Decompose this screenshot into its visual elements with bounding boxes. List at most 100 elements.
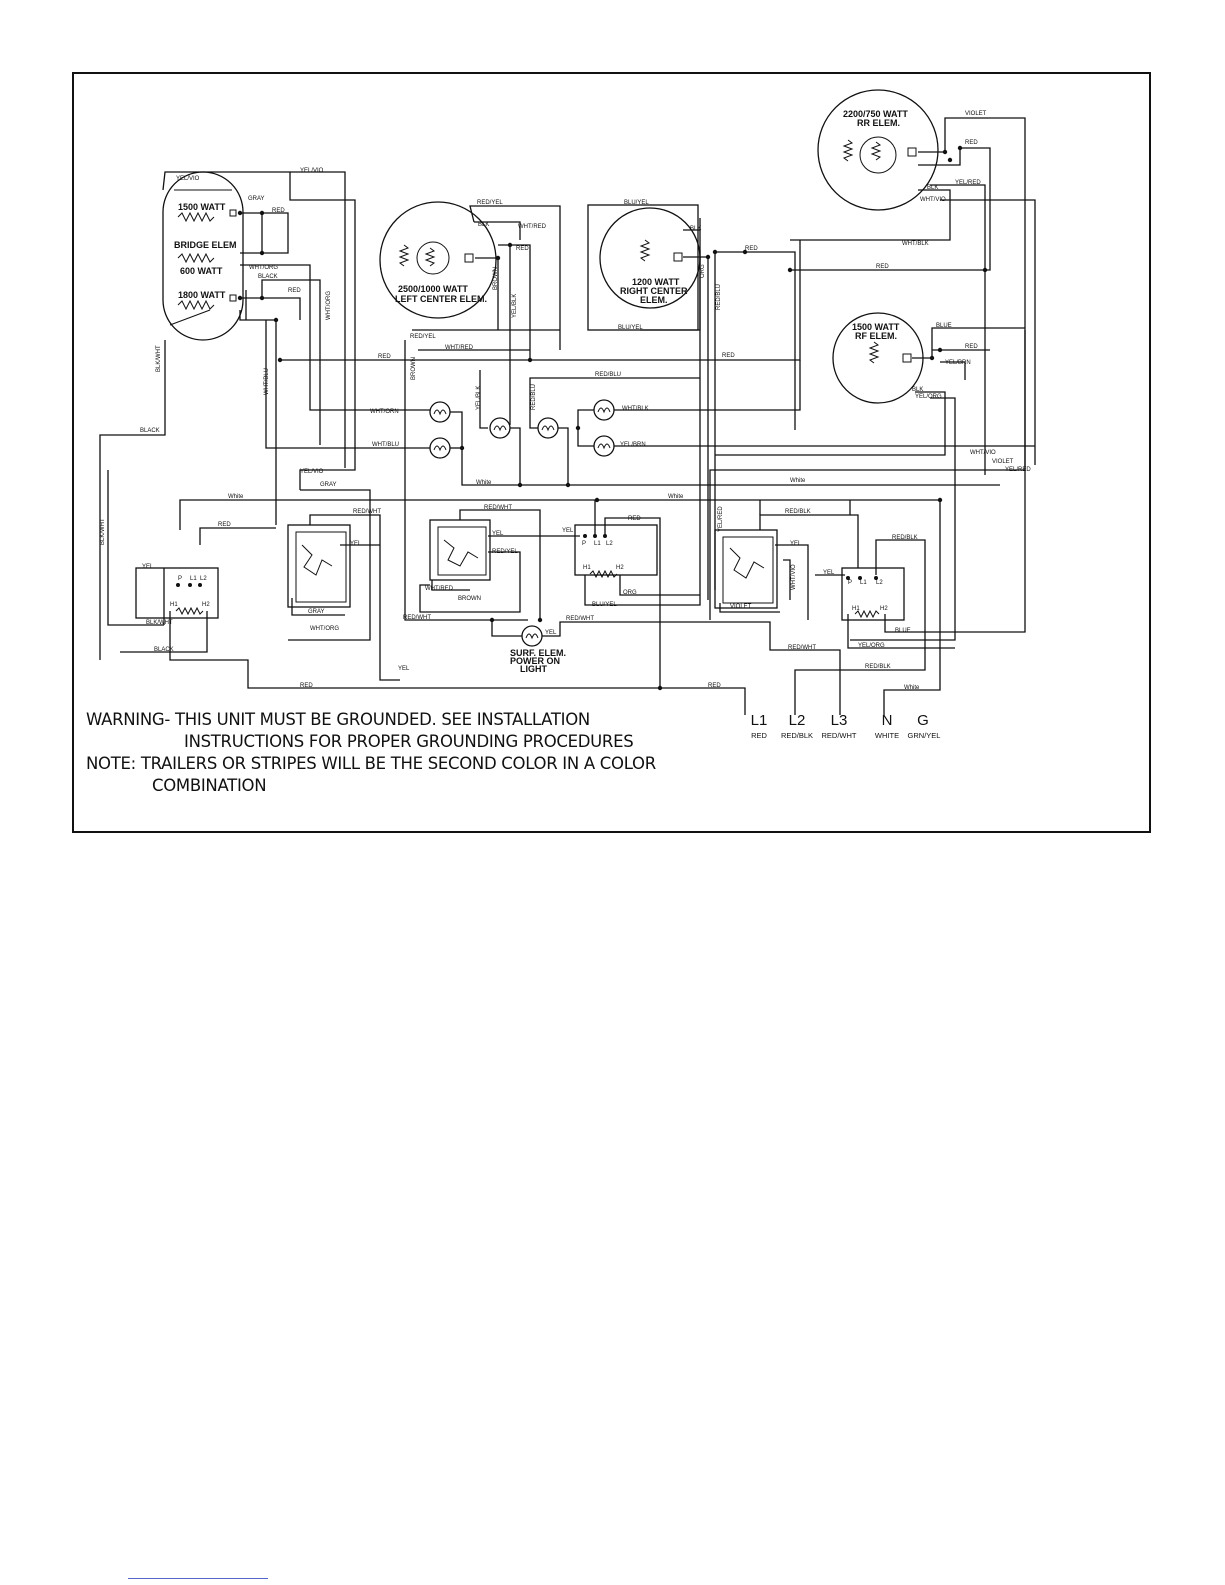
left-center-element: 2500/1000 WATT LEFT CENTER ELEM.	[379, 201, 497, 319]
svg-text:RED/YEL: RED/YEL	[477, 200, 503, 206]
svg-text:RED/BLU: RED/BLU	[595, 372, 621, 378]
terminal-l2-wire: RED/BLK	[780, 731, 814, 740]
svg-text:WHT/VIO: WHT/VIO	[791, 564, 797, 590]
svg-text:BLU/YEL: BLU/YEL	[592, 602, 617, 608]
right-center-element: 1200 WATT RIGHT CENTER ELEM.	[587, 204, 701, 331]
switch-block-2: YEL GRAY WHT/ORG	[287, 524, 362, 632]
svg-text:YEL/RED: YEL/RED	[1005, 467, 1031, 473]
svg-text:WHT/BLK: WHT/BLK	[622, 406, 649, 412]
switch-box	[841, 567, 905, 621]
center-infinite-switch: P L1 L2 H1 H2 YEL RED	[562, 516, 658, 579]
terminal-l1: L1	[750, 712, 768, 729]
heater-coil-icon	[870, 141, 882, 161]
svg-text:P: P	[178, 576, 182, 582]
svg-text:YEL: YEL	[492, 531, 504, 537]
terminal-n: N	[881, 712, 893, 729]
svg-text:ORG: ORG	[623, 590, 637, 596]
warning-line-2: INSTRUCTIONS FOR PROPER GROUNDING PROCED…	[184, 732, 634, 751]
svg-text:YEL: YEL	[790, 541, 802, 547]
svg-text:YEL/VIO: YEL/VIO	[300, 469, 324, 475]
indicator-light-icon	[489, 417, 511, 439]
svg-text:YEL: YEL	[545, 630, 557, 636]
note-line-2: COMBINATION	[152, 776, 267, 795]
terminal-l3-wire: RED/WHT	[821, 731, 857, 740]
note-line-1: NOTE: TRAILERS OR STRIPES WILL BE THE SE…	[86, 754, 656, 773]
svg-text:WHT/BLK: WHT/BLK	[902, 241, 929, 247]
svg-text:YEL/RED: YEL/RED	[955, 180, 981, 186]
terminal-l3: L3	[830, 712, 848, 729]
indicator-lights	[429, 399, 615, 459]
surf-light-label: LIGHT	[520, 664, 547, 674]
rf-element: 1500 WATT RF ELEM.	[832, 312, 924, 404]
svg-text:RED: RED	[876, 264, 889, 270]
right-infinite-switch: P L1 L2 H1 H2 YEL RED/BLK BLUE YEL/ORG	[823, 535, 918, 649]
svg-text:White: White	[476, 480, 492, 486]
terminal-g: G	[917, 712, 929, 729]
svg-text:VIOLET: VIOLET	[730, 604, 752, 610]
svg-text:BROWN: BROWN	[458, 596, 481, 602]
svg-text:RED: RED	[288, 288, 301, 294]
svg-text:H1: H1	[583, 565, 591, 571]
svg-text:VIOLET: VIOLET	[992, 459, 1014, 465]
svg-text:RED: RED	[300, 683, 313, 689]
svg-text:ORG: ORG	[700, 264, 706, 278]
svg-text:YEL/BRN: YEL/BRN	[620, 442, 646, 448]
svg-text:RED/WHT: RED/WHT	[788, 645, 816, 651]
rf-name-label: RF ELEM.	[855, 331, 897, 341]
svg-text:RED/BLU: RED/BLU	[531, 384, 537, 410]
svg-text:RED: RED	[965, 140, 978, 146]
svg-text:P: P	[848, 580, 852, 586]
footer-underline	[128, 1578, 268, 1579]
svg-text:WHT/VIO: WHT/VIO	[970, 450, 996, 456]
heater-coil-icon	[177, 252, 215, 264]
svg-text:H1: H1	[170, 602, 178, 608]
svg-text:L2: L2	[606, 541, 613, 547]
bridge-1500-label: 1500 WATT	[178, 202, 226, 212]
svg-text:RED/WHT: RED/WHT	[484, 505, 512, 511]
svg-text:L1: L1	[190, 576, 197, 582]
svg-text:RED/BLU: RED/BLU	[716, 284, 722, 310]
rf-watt-label: 1500 WATT	[852, 322, 900, 332]
rr-watt-label: 2200/750 WATT	[843, 109, 908, 119]
terminal-l2: L2	[788, 712, 806, 729]
indicator-light-icon	[537, 417, 559, 439]
terminal-n-wire: WHITE	[874, 731, 900, 740]
heater-coil-icon	[639, 239, 651, 262]
svg-text:WHT/ORG: WHT/ORG	[249, 265, 278, 271]
svg-text:BROWN: BROWN	[411, 357, 417, 380]
svg-text:YEL/VIO: YEL/VIO	[176, 176, 200, 182]
svg-text:VIOLET: VIOLET	[965, 111, 987, 117]
svg-text:BLK: BLK	[912, 387, 923, 393]
svg-text:White: White	[790, 478, 806, 484]
svg-text:YEL/ORG: YEL/ORG	[858, 643, 885, 649]
svg-text:BLK/WHT: BLK/WHT	[100, 518, 106, 545]
svg-text:WHT/ORG: WHT/ORG	[326, 291, 332, 320]
svg-text:BLUE: BLUE	[936, 323, 952, 329]
rc-watt-label: 1200 WATT	[632, 277, 680, 287]
svg-text:L2: L2	[876, 580, 883, 586]
svg-text:YEL: YEL	[562, 528, 574, 534]
svg-text:L2: L2	[200, 576, 207, 582]
svg-text:YEL/BLK: YEL/BLK	[512, 294, 518, 318]
svg-text:WHT/RED: WHT/RED	[518, 224, 547, 230]
svg-text:BLK: BLK	[478, 222, 489, 228]
svg-text:WHT/RED: WHT/RED	[425, 586, 454, 592]
svg-text:BLK: BLK	[927, 185, 938, 191]
indicator-light-icon	[429, 437, 451, 459]
svg-text:RED/WHT: RED/WHT	[403, 615, 431, 621]
bridge-oval	[162, 171, 244, 341]
indicator-light-icon	[593, 399, 615, 421]
lc-name-label: LEFT CENTER ELEM.	[395, 294, 487, 304]
svg-text:RED: RED	[628, 516, 641, 522]
heater-coil-icon	[868, 341, 880, 364]
svg-text:BROWN: BROWN	[493, 267, 499, 290]
left-infinite-switch: YEL P L1 L2 H1 H2	[135, 564, 219, 619]
svg-text:RED: RED	[708, 683, 721, 689]
warning-line-1: WARNING- THIS UNIT MUST BE GROUNDED. SEE…	[86, 710, 590, 729]
svg-text:RED: RED	[965, 344, 978, 350]
svg-text:YEL: YEL	[823, 570, 835, 576]
svg-text:RED: RED	[272, 208, 285, 214]
svg-text:BLK/WHT: BLK/WHT	[146, 620, 173, 626]
indicator-light-icon	[521, 625, 543, 647]
svg-text:BLU/YEL: BLU/YEL	[624, 200, 649, 206]
